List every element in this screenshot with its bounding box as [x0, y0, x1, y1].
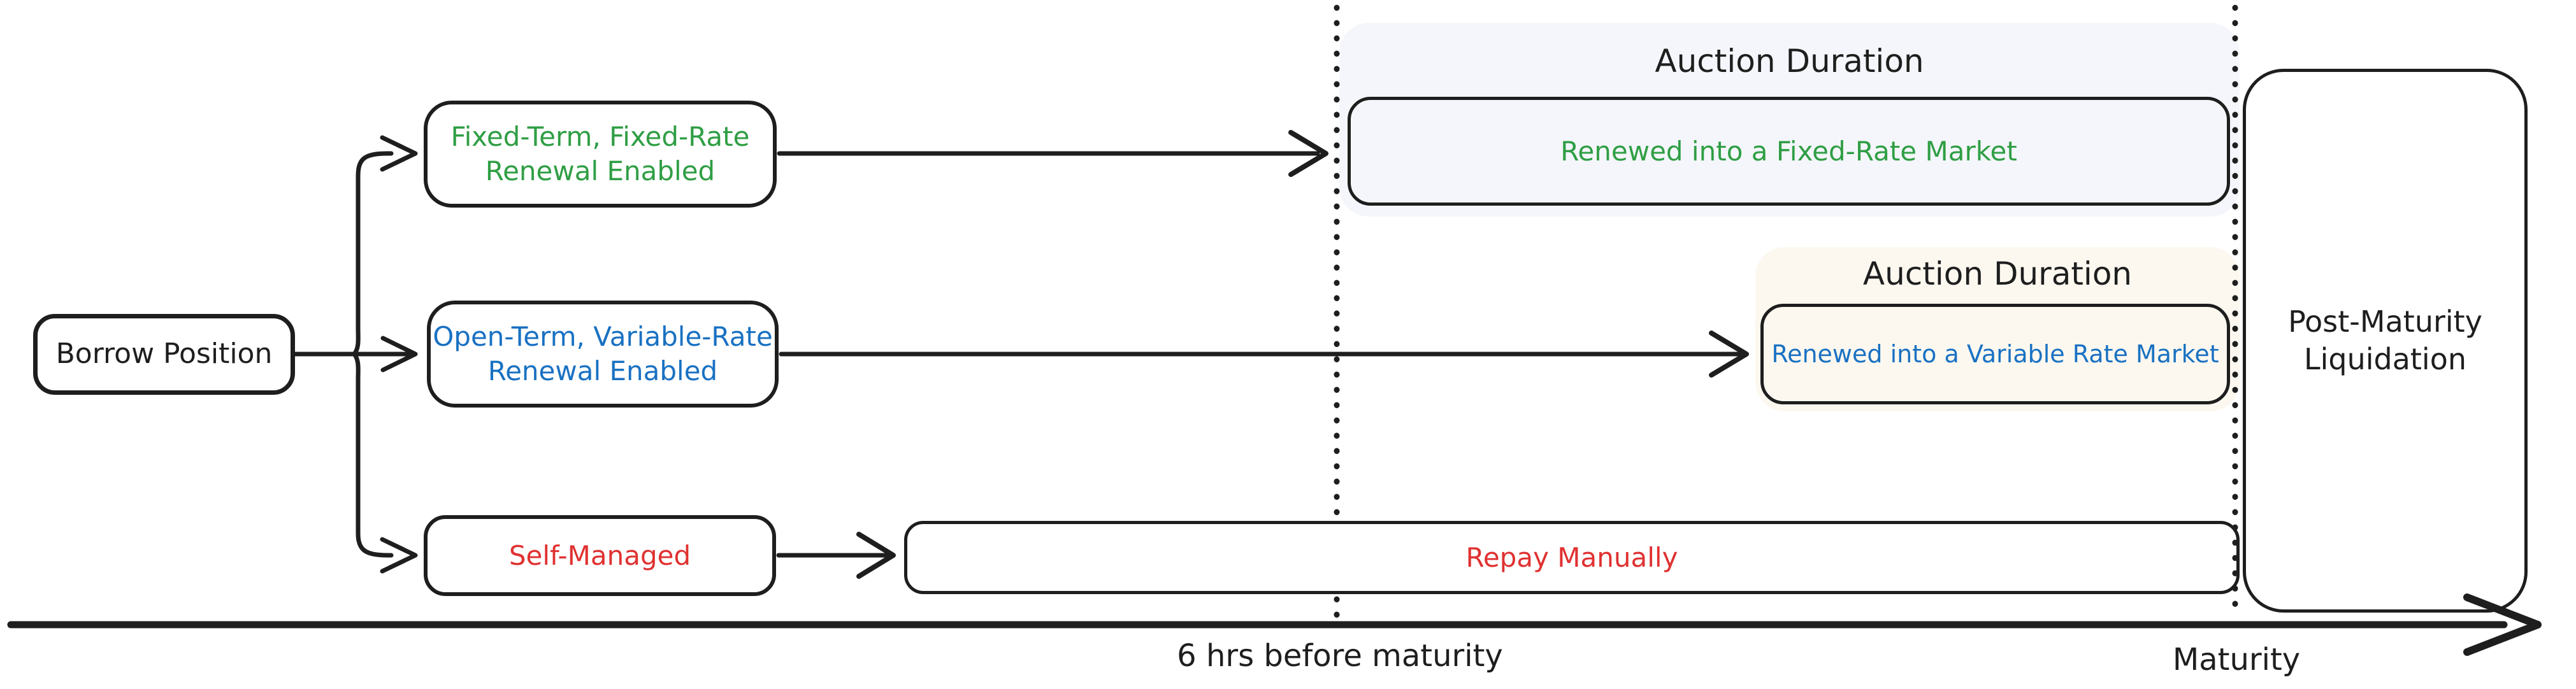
self-managed-label: Self-Managed [508, 539, 691, 571]
arrow-repay-arrowhead-icon [856, 532, 896, 579]
branch-mid-arrowhead-icon [380, 336, 418, 373]
open-term-label-line1: Open-Term, Variable-Rate [433, 321, 773, 353]
fixed-term-label-line1: Fixed-Term, Fixed-Rate [450, 121, 750, 153]
branch-down-connector [352, 352, 394, 558]
arrow-variable-arrowhead-icon [1709, 330, 1749, 378]
open-term-label-line2: Renewal Enabled [487, 355, 718, 387]
timeline-label-6hrs-before-maturity: 6 hrs before maturity [1177, 638, 1503, 674]
auction-duration-region-variable: Auction Duration [1755, 247, 2240, 411]
branch-down-arrowhead-icon [380, 537, 418, 574]
borrow-position-label: Borrow Position [55, 337, 273, 371]
renewed-variable-rate-market-node: Renewed into a Variable Rate Market [1760, 304, 2230, 404]
arrow-fixed-arrowhead-icon [1288, 130, 1328, 177]
fixed-term-fixed-rate-node: Fixed-Term, Fixed-Rate Renewal Enabled [424, 101, 777, 208]
open-term-variable-rate-node: Open-Term, Variable-Rate Renewal Enabled [427, 301, 779, 408]
auction-duration-region-fixed: Auction Duration [1339, 23, 2240, 217]
post-maturity-label-line1: Post-Maturity [2288, 304, 2482, 339]
branch-up-arrowhead-icon [380, 135, 418, 172]
repay-manually-node: Repay Manually [904, 521, 2240, 594]
renewed-fixed-rate-market-node: Renewed into a Fixed-Rate Market [1348, 97, 2230, 206]
self-managed-node: Self-Managed [424, 515, 776, 596]
renewed-fixed-rate-market-label: Renewed into a Fixed-Rate Market [1560, 135, 2017, 167]
borrow-position-node: Borrow Position [33, 314, 295, 395]
branch-up-connector [352, 151, 394, 357]
fixed-term-label-line2: Renewal Enabled [485, 155, 716, 187]
repay-manually-label: Repay Manually [1465, 541, 1678, 573]
auction-duration-title-variable: Auction Duration [1862, 255, 2133, 292]
post-maturity-label-line2: Liquidation [2303, 342, 2467, 376]
timeline-label-maturity: Maturity [2172, 642, 2301, 678]
renewed-variable-rate-market-label: Renewed into a Variable Rate Market [1771, 339, 2219, 368]
post-maturity-liquidation-node: Post-Maturity Liquidation [2243, 69, 2528, 613]
auction-duration-title-fixed: Auction Duration [1655, 43, 1924, 80]
